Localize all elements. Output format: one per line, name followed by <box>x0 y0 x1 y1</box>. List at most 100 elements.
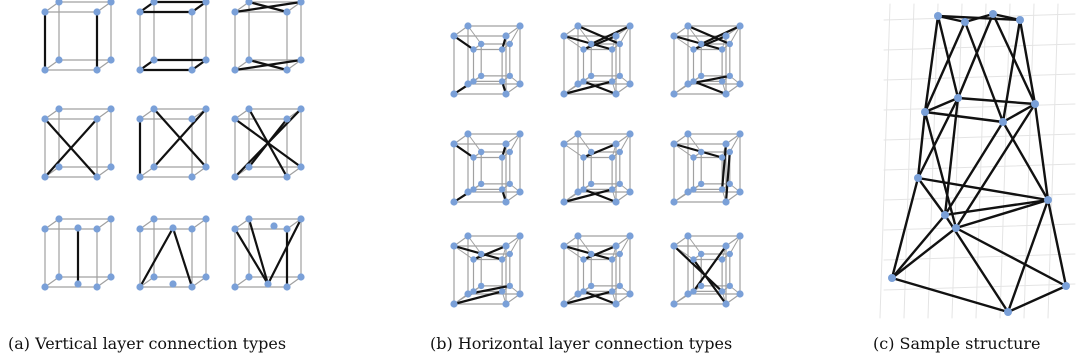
connection-cube-nested <box>670 22 744 98</box>
node <box>478 250 485 258</box>
node <box>626 80 634 88</box>
node <box>107 273 115 281</box>
grid-edge <box>577 25 592 45</box>
node <box>684 232 692 240</box>
node <box>516 130 524 138</box>
tower-member <box>1001 18 1022 124</box>
node <box>574 188 582 196</box>
tower-member <box>943 198 1050 217</box>
node <box>450 32 458 40</box>
tower-joint <box>934 12 942 20</box>
tower-member <box>956 96 1037 106</box>
node <box>150 273 158 281</box>
connection-edge <box>562 188 614 204</box>
node <box>718 154 726 161</box>
tower-member <box>923 20 967 114</box>
node <box>283 173 291 181</box>
grid-edge <box>563 245 584 260</box>
tower-member <box>956 12 995 100</box>
tower-joint <box>1062 282 1070 290</box>
node <box>169 224 177 232</box>
connection-edge <box>582 142 618 159</box>
node <box>718 46 726 53</box>
node <box>726 148 733 156</box>
grid-line <box>883 283 1076 291</box>
tower-member <box>916 176 947 217</box>
tower-member <box>1046 198 1068 288</box>
node <box>93 173 101 181</box>
node <box>616 282 623 290</box>
connection-edge <box>672 34 724 51</box>
node <box>722 90 730 98</box>
node <box>608 154 616 161</box>
connection-edge <box>171 226 194 289</box>
node <box>464 232 472 240</box>
connection-edge <box>576 24 621 46</box>
node <box>670 242 678 250</box>
node <box>580 46 587 53</box>
node <box>202 105 210 113</box>
node <box>670 90 678 98</box>
node <box>718 78 726 85</box>
node <box>498 46 506 53</box>
tower-joint <box>888 274 896 282</box>
node <box>245 163 253 171</box>
node <box>297 0 305 6</box>
connection-edge <box>720 142 728 191</box>
grid-edge <box>577 133 592 153</box>
node <box>464 22 472 30</box>
node <box>55 215 63 223</box>
horizontal-connection-panel <box>450 22 744 308</box>
node <box>464 290 472 298</box>
node <box>202 273 210 281</box>
node <box>560 300 568 308</box>
node <box>616 40 623 48</box>
node <box>74 224 82 232</box>
connection-edge <box>686 24 731 46</box>
connection-edge <box>233 58 303 72</box>
tower-joint <box>921 108 929 116</box>
node <box>150 215 158 223</box>
node <box>736 130 744 138</box>
node <box>560 140 568 148</box>
node <box>202 163 210 171</box>
node <box>107 0 115 6</box>
grid-line <box>883 73 1076 81</box>
node <box>612 90 620 98</box>
node <box>231 225 239 233</box>
node <box>231 66 239 74</box>
grid-line <box>879 3 891 319</box>
caption-vertical-layer-connection-types: (a) Vertical layer connection types <box>8 334 287 353</box>
node <box>502 140 510 148</box>
node <box>169 280 177 288</box>
node <box>626 232 634 240</box>
node <box>283 225 291 233</box>
tower-joint <box>954 94 962 102</box>
node <box>297 273 305 281</box>
grid-line <box>883 163 1076 171</box>
node <box>107 56 115 64</box>
node <box>560 242 568 250</box>
node <box>41 225 49 233</box>
connection-cube <box>231 215 305 291</box>
vertical-connection-panel <box>41 0 305 291</box>
node <box>626 22 634 30</box>
node <box>612 32 620 40</box>
grid-line <box>883 103 1076 111</box>
node <box>478 148 485 156</box>
node <box>722 242 730 250</box>
node <box>136 225 144 233</box>
node <box>202 56 210 64</box>
node <box>574 130 582 138</box>
node <box>690 78 697 85</box>
node <box>580 186 587 193</box>
node <box>136 173 144 181</box>
node <box>55 56 63 64</box>
connection-cube-nested <box>560 232 634 308</box>
tower-member <box>1006 284 1068 314</box>
node <box>588 250 595 258</box>
node <box>684 188 692 196</box>
grid-line <box>951 3 963 319</box>
tower-joint <box>989 10 997 18</box>
